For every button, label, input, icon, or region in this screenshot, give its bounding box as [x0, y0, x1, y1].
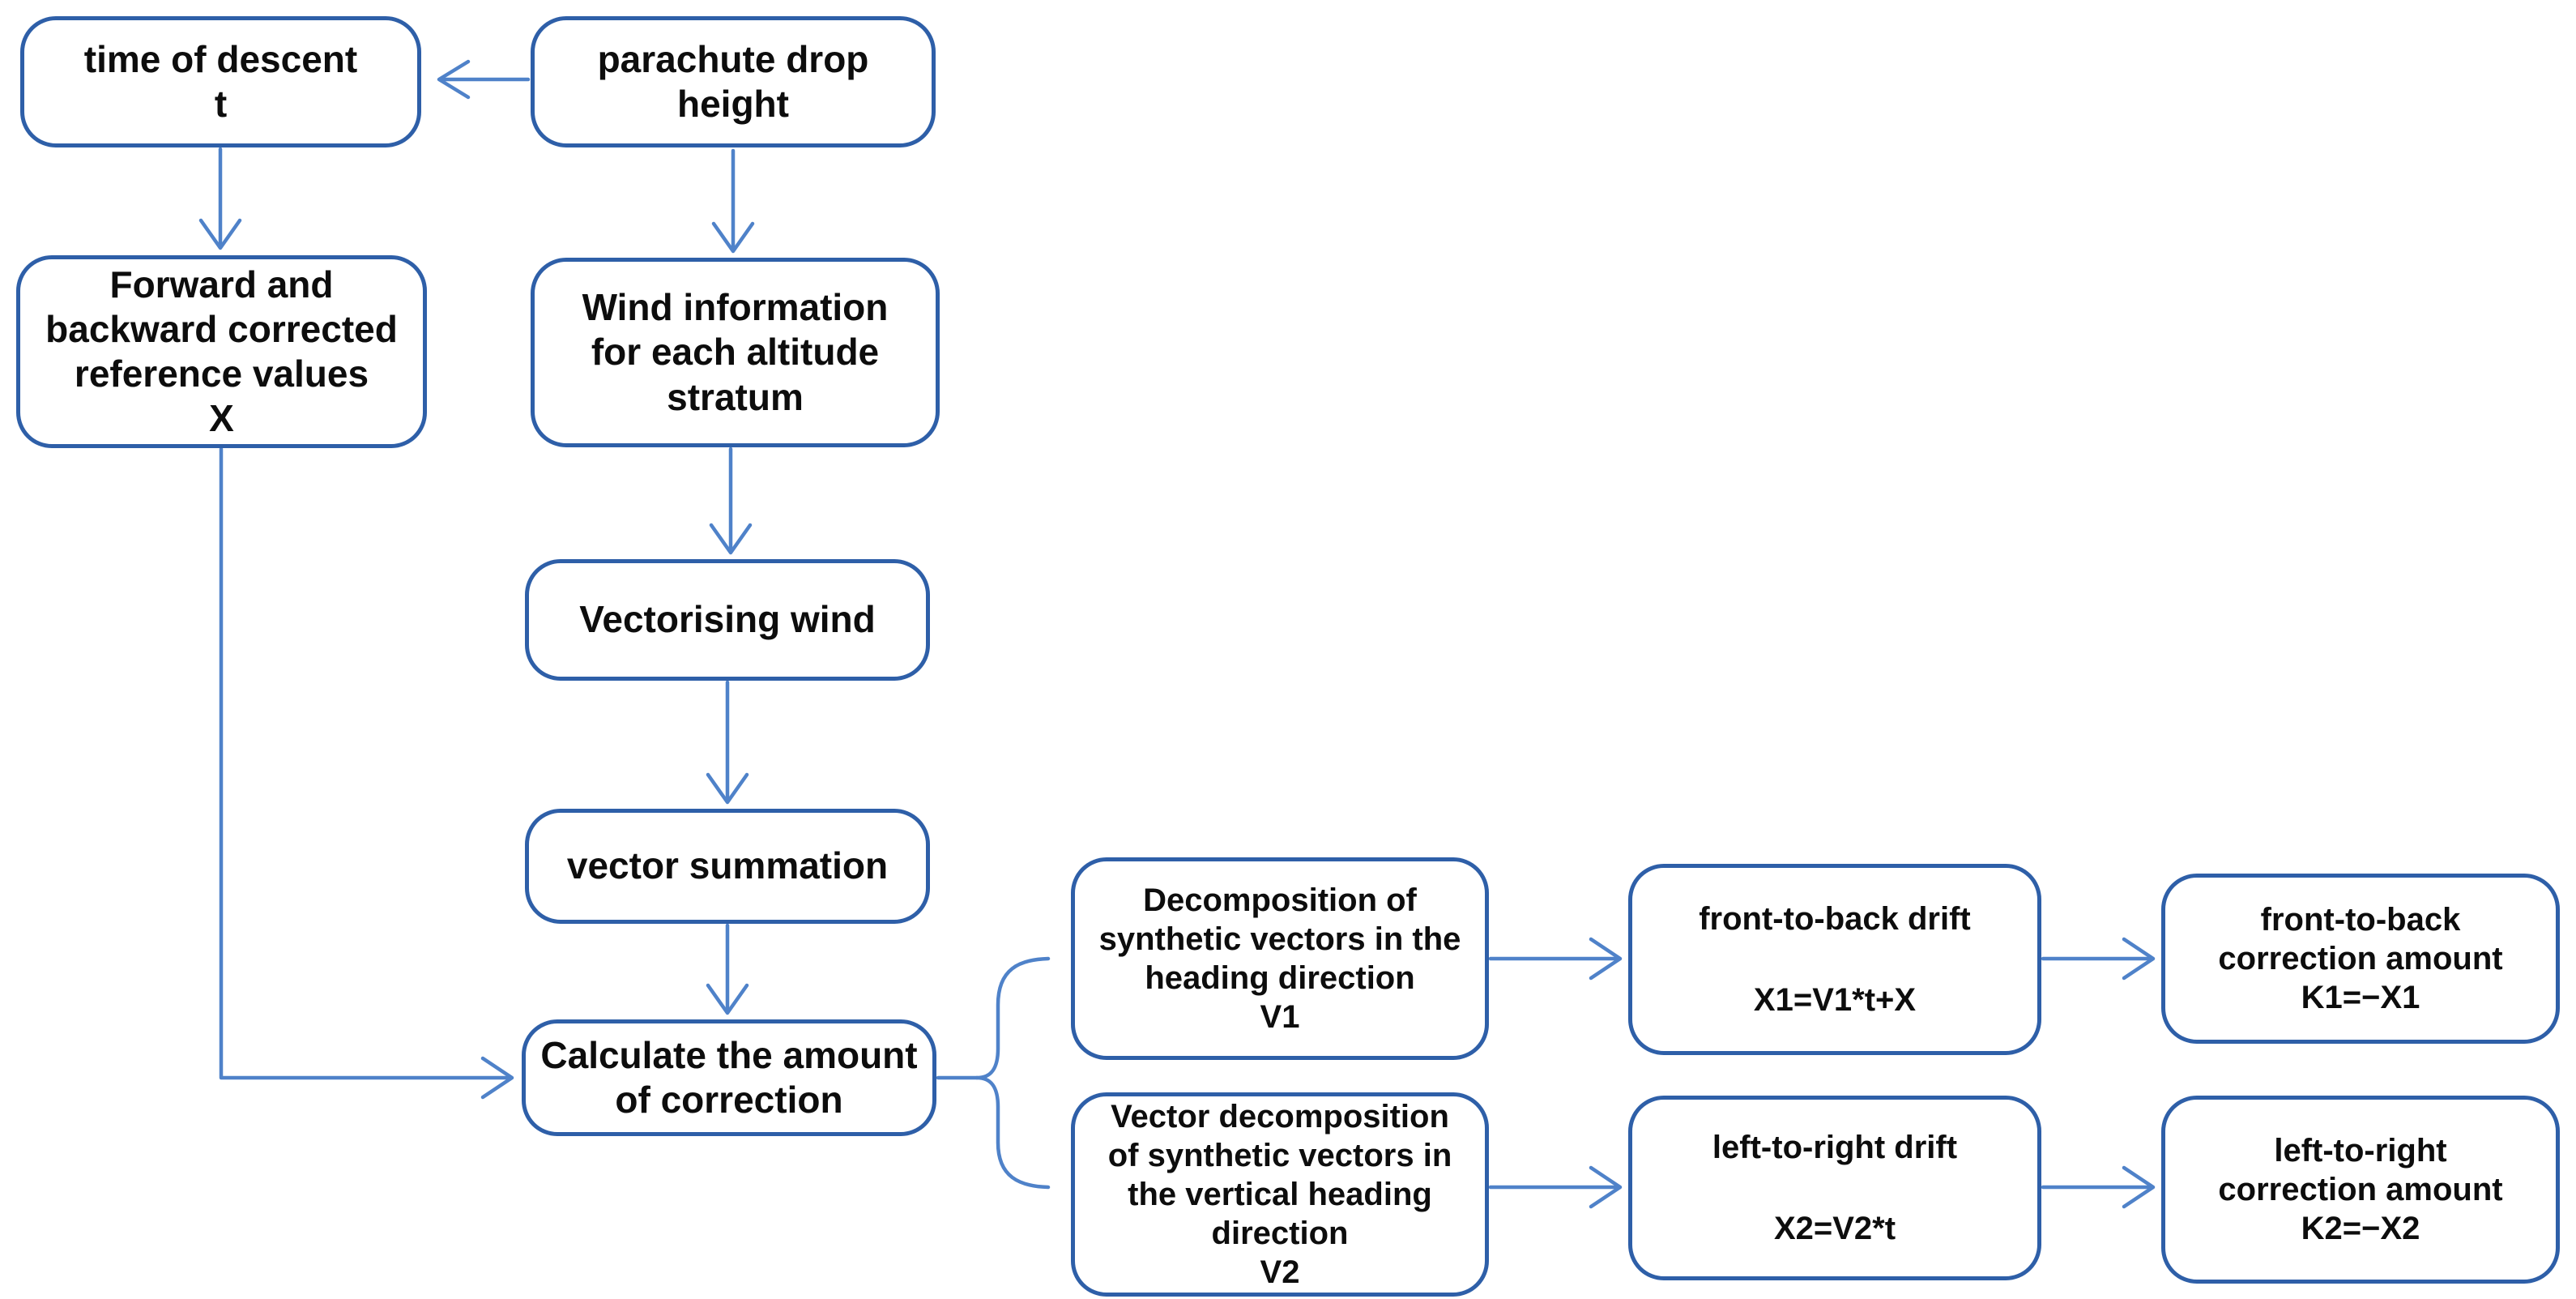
node-label: Vector decomposition of synthetic vector…: [1107, 1099, 1452, 1290]
node-time-of-descent: time of descent t: [20, 16, 421, 147]
node-forward-backward-reference: Forward and backward corrected reference…: [16, 255, 427, 448]
connector-ftb-drift-to-ftb-correction: [2041, 937, 2156, 981]
node-wind-information: Wind information for each altitude strat…: [531, 258, 940, 447]
connector-reference-to-calculate: [219, 447, 514, 1100]
connector-ltr-drift-to-ltr-correction: [2041, 1165, 2156, 1209]
connector-wind-to-vectorising: [709, 447, 753, 555]
node-vector-summation: vector summation: [525, 809, 930, 924]
connector-vectorising-to-summation: [706, 680, 749, 805]
node-formula: X2=V2*t: [1773, 1211, 1896, 1246]
connector-parachute-to-wind: [711, 148, 755, 254]
node-title: left-to-right drift: [1712, 1130, 1958, 1165]
node-decomposition-v2: Vector decomposition of synthetic vector…: [1071, 1092, 1489, 1297]
connector-v1-to-ftb-drift: [1488, 937, 1623, 981]
node-left-to-right-correction: left-to-right correction amount K2=−X2: [2161, 1096, 2560, 1284]
node-formula: X1=V1*t+X: [1753, 982, 1917, 1018]
connector-parachute-to-time: [437, 59, 531, 100]
node-label: parachute drop height: [597, 37, 869, 125]
node-label: Wind information for each altitude strat…: [582, 286, 889, 418]
node-label: time of descent t: [83, 37, 358, 125]
brace-split: [975, 956, 1051, 1190]
node-label: Vectorising wind: [579, 598, 876, 641]
connector-time-to-reference: [198, 147, 242, 250]
node-decomposition-v1: Decomposition of synthetic vectors in th…: [1071, 857, 1489, 1060]
node-label: Decomposition of synthetic vectors in th…: [1098, 882, 1461, 1035]
node-parachute-drop-height: parachute drop height: [531, 16, 936, 147]
node-front-to-back-correction: front-to-back correction amount K1=−X1: [2161, 874, 2560, 1044]
node-label: front-to-back correction amount K1=−X1: [2218, 902, 2503, 1015]
node-title: front-to-back drift: [1699, 901, 1971, 937]
node-left-to-right-drift: left-to-right drift X2=V2*t: [1628, 1096, 2041, 1280]
node-calculate-correction: Calculate the amount of correction: [522, 1019, 936, 1136]
node-vectorising-wind: Vectorising wind: [525, 559, 930, 681]
node-label: left-to-right correction amount K2=−X2: [2218, 1133, 2503, 1246]
node-label: vector summation: [566, 844, 889, 887]
node-front-to-back-drift: front-to-back drift X1=V1*t+X: [1628, 864, 2041, 1055]
node-label: Forward and backward corrected reference…: [45, 263, 398, 440]
node-label: Calculate the amount of correction: [540, 1033, 918, 1121]
connector-v2-to-ltr-drift: [1488, 1165, 1623, 1209]
connector-summation-to-calculate: [706, 923, 749, 1015]
